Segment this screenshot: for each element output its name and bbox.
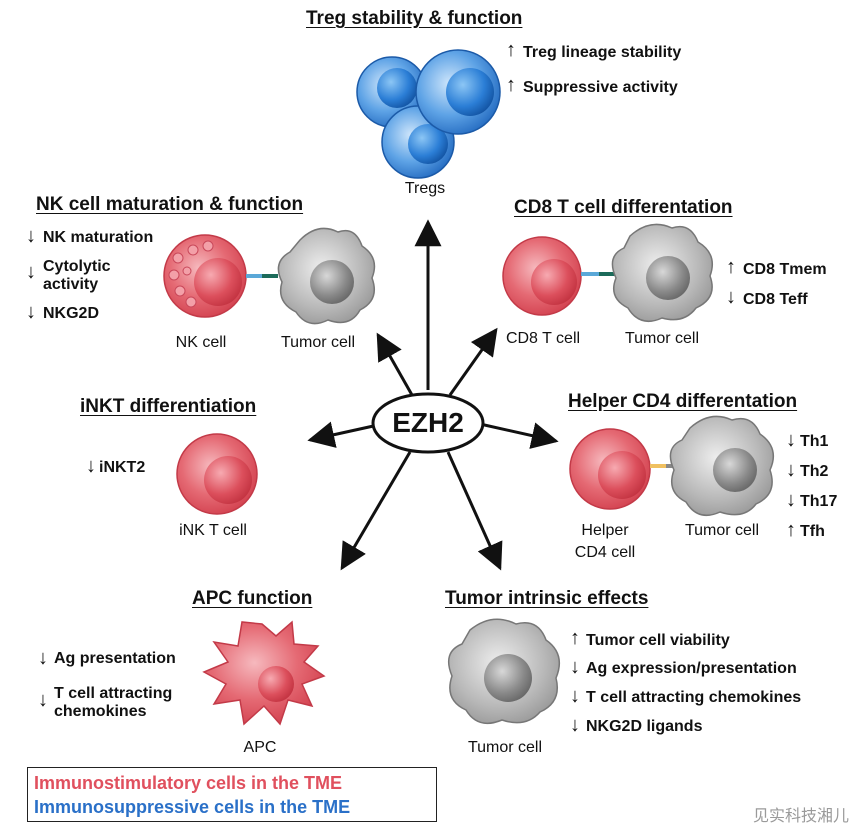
cd4-effect-2: Th2 <box>800 463 829 480</box>
cd8-heading: CD8 T cell differentation <box>514 197 733 218</box>
down-arrow-icon: ↓ <box>570 685 580 707</box>
arrow-to-inkt <box>307 421 379 448</box>
treg-cells <box>356 49 501 179</box>
treg-heading: Treg stability & function <box>306 8 523 29</box>
inkt-cell <box>176 433 258 515</box>
cd4-tumor-label: Tumor cell <box>684 522 760 539</box>
down-arrow-icon: ↓ <box>570 714 580 736</box>
down-arrow-icon: ↓ <box>786 459 796 481</box>
ezh2-oval <box>371 392 485 454</box>
cd8-effect-1: CD8 Tmem <box>743 261 827 278</box>
apc-cell-label: APC <box>243 739 277 756</box>
legend-immunosuppressive: Immunosuppressive cells in the TME <box>34 797 351 817</box>
down-arrow-icon: ↓ <box>26 301 36 323</box>
tumor-heading: Tumor intrinsic effects <box>445 588 649 609</box>
tumor-effect-3: T cell attracting chemokines <box>586 689 802 706</box>
down-arrow-icon: ↓ <box>570 656 580 678</box>
up-arrow-icon: ↑ <box>506 39 516 61</box>
down-arrow-icon: ↓ <box>86 455 96 477</box>
arrow-to-nk <box>376 332 414 396</box>
up-arrow-icon: ↑ <box>570 627 580 649</box>
apc-effect-1: Ag presentation <box>54 650 176 667</box>
legend-immunostimulatory: Immunostimulatory cells in the TME <box>34 773 343 793</box>
ezh2-arrows <box>307 219 559 571</box>
nk-effect-2: Cytolytic activity <box>43 258 111 294</box>
tumor-effect-2: Ag expression/presentation <box>586 660 797 677</box>
arrow-to-cd4 <box>479 422 559 449</box>
cd4-cell-label-2: CD4 cell <box>574 544 636 561</box>
nk-cell-label: NK cell <box>175 334 227 351</box>
up-arrow-icon: ↑ <box>786 519 796 541</box>
watermark: 见实科技湘儿 <box>752 808 849 825</box>
down-arrow-icon: ↓ <box>38 689 48 711</box>
arrow-to-cd8 <box>448 327 498 396</box>
cd4-effect-1: Th1 <box>800 433 829 450</box>
cd8-cell-group <box>502 236 617 316</box>
down-arrow-icon: ↓ <box>38 647 48 669</box>
cd4-effect-3: Th17 <box>800 493 838 510</box>
nk-effect-3: NKG2D <box>43 305 100 322</box>
tumor-effect-1: Tumor cell viability <box>586 632 730 649</box>
legend-box: Immunostimulatory cells in the TME Immun… <box>27 767 437 822</box>
nk-effect-1: NK maturation <box>43 229 154 246</box>
up-arrow-icon: ↑ <box>506 74 516 96</box>
down-arrow-icon: ↓ <box>726 286 736 308</box>
cd4-heading: Helper CD4 differentation <box>568 391 798 412</box>
cd4-effect-4: Tfh <box>800 523 825 540</box>
inkt-effect-1: iNKT2 <box>99 459 146 476</box>
inkt-cell-label: iNK T cell <box>179 522 247 539</box>
cd8-cell-label: CD8 T cell <box>505 330 581 347</box>
treg-cell-label: Tregs <box>404 180 446 197</box>
apc-effect-2: T cell attracting chemokines <box>54 685 173 721</box>
down-arrow-icon: ↓ <box>26 261 36 283</box>
cd8-tumor-label: Tumor cell <box>624 330 700 347</box>
arrow-to-tumor <box>446 451 503 571</box>
cd4-cell-group <box>569 428 680 510</box>
down-arrow-icon: ↓ <box>786 489 796 511</box>
treg-effect-1: Treg lineage stability <box>523 44 682 61</box>
ezh2-label: EZH2 <box>392 407 464 438</box>
tumor-cell-label: Tumor cell <box>467 739 543 756</box>
nk-cell-group <box>163 234 278 318</box>
nk-heading: NK cell maturation & function <box>36 194 304 215</box>
down-arrow-icon: ↓ <box>786 429 796 451</box>
cd4-cell-label-1: Helper <box>581 522 629 539</box>
down-arrow-icon: ↓ <box>26 225 36 247</box>
cd8-effect-2: CD8 Teff <box>743 291 808 308</box>
nk-tumor-label: Tumor cell <box>280 334 356 351</box>
arrow-to-apc <box>340 451 412 571</box>
tumor-effect-4: NKG2D ligands <box>586 718 703 735</box>
apc-heading: APC function <box>192 588 313 609</box>
inkt-heading: iNKT differentiation <box>80 396 257 417</box>
treg-effect-2: Suppressive activity <box>523 79 678 96</box>
up-arrow-icon: ↑ <box>726 256 736 278</box>
